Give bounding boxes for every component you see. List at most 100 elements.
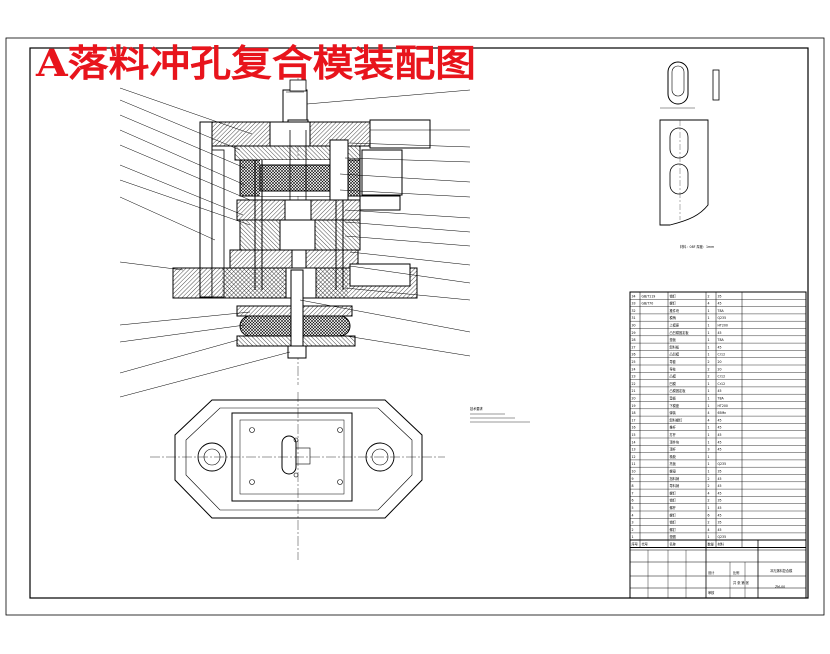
- bom-cell: 15: [632, 433, 636, 437]
- bom-cell: 2: [708, 367, 710, 371]
- bom-cell: 10: [632, 470, 636, 474]
- bom-cell: HT200: [718, 324, 728, 328]
- bom-cell: Q235: [718, 316, 727, 320]
- bom-cell: 27: [632, 345, 636, 349]
- bom-cell: 1: [708, 309, 710, 313]
- bom-cell: 顶杆: [670, 447, 677, 452]
- bom-cell: 35: [718, 294, 722, 298]
- bom-cell: 螺杆: [670, 505, 677, 510]
- leader-lines-left: [119, 87, 291, 398]
- bom-cell: 2: [708, 294, 710, 298]
- bom-cell: 1: [708, 389, 710, 393]
- bom-cell: 24: [632, 367, 636, 371]
- bom-cell: 1: [708, 324, 710, 328]
- bom-cell: 18: [632, 411, 636, 415]
- bom-header-cell: 序号: [632, 542, 638, 547]
- bom-cell: 1: [632, 535, 634, 539]
- drawing-title: A落料冲孔复合模装配图: [35, 41, 476, 85]
- bom-cell: 2: [708, 499, 710, 503]
- part-detail: [659, 61, 720, 226]
- bom-cell: Q235: [718, 535, 727, 539]
- bom-cell: 45: [718, 440, 722, 444]
- bom-cell: 1: [708, 506, 710, 510]
- bom-cell: 45: [718, 484, 722, 488]
- bom-cell: 45: [718, 389, 722, 393]
- bom-cell: 4: [708, 302, 710, 306]
- bom-cell: 垫圈: [670, 534, 676, 539]
- bom-cell: 螺钉: [670, 512, 677, 517]
- bom-cell: 1: [708, 433, 710, 437]
- bom-cell: 3: [632, 521, 634, 525]
- bom-cell: 11: [632, 462, 636, 466]
- bom-cell: 推件块: [670, 308, 680, 313]
- bom-cell: 1: [708, 404, 710, 408]
- bom-cell: GB/T119: [642, 294, 656, 298]
- bom-cell: HT200: [718, 404, 728, 408]
- bom-cell: 销钉: [670, 293, 677, 298]
- bom-cell: 4: [708, 528, 710, 532]
- bom-cell: T8A: [717, 338, 725, 342]
- bom-cell: 20: [632, 397, 636, 401]
- inner-frame: [29, 47, 809, 599]
- bom-cell: 1: [708, 331, 710, 335]
- bom-cell: 1: [708, 397, 710, 401]
- bom-cell: 1: [708, 470, 710, 474]
- bom-cell: 12: [632, 455, 636, 459]
- bom-cell: 33: [632, 302, 636, 306]
- bom-cell: 35: [718, 470, 722, 474]
- bom-cell: 垫板: [670, 337, 677, 342]
- bom-cell: 25: [632, 360, 636, 364]
- bom-cell: 6: [708, 513, 710, 517]
- bom-cell: 30: [632, 324, 636, 328]
- bom-header-cell: 名称: [670, 542, 677, 547]
- bom-cell: 6: [632, 499, 634, 503]
- bom-cell: 螺钉: [670, 490, 677, 495]
- bom-cell: 22: [632, 382, 636, 386]
- title-block-name: 冲孔落料复合模: [770, 568, 793, 573]
- bom-cell: 螺钉: [670, 527, 677, 532]
- bom-header-cell: 材料: [718, 542, 725, 547]
- bom-cell: 托板: [670, 461, 677, 466]
- leader-lines-right: [299, 89, 471, 357]
- bom-cell: 45: [718, 477, 722, 481]
- bom-cell: 4: [708, 411, 710, 415]
- bom-cell: 2: [708, 521, 710, 525]
- bom-cell: 卸料螺钉: [670, 417, 684, 422]
- svg-text:技术要求: 技术要求: [470, 406, 484, 411]
- bom-cell: 顶件块: [670, 439, 680, 444]
- bom-cell: 45: [718, 433, 722, 437]
- bom-cell: 4: [708, 491, 710, 495]
- bom-cell: 45: [718, 426, 722, 430]
- bom-cell: 1: [708, 535, 710, 539]
- bom-cell: 32: [632, 309, 636, 313]
- title-block-scale: 比例: [733, 570, 739, 575]
- bom-cell: 20: [718, 367, 722, 371]
- bom-cell: 45: [718, 506, 722, 510]
- bom-cell: 26: [632, 353, 636, 357]
- bom-cell: 模柄: [670, 315, 677, 320]
- title-block-checker: 审核: [708, 590, 715, 595]
- bom-cell: 29: [632, 331, 636, 335]
- bom-cell: 1: [708, 316, 710, 320]
- bom-cell: 1: [708, 382, 710, 386]
- bom-cell: 销钉: [670, 498, 677, 503]
- bom-cell: 推杆: [670, 425, 677, 430]
- bom-cell: 45: [718, 448, 722, 452]
- bom-cell: 凸凹模固定板: [670, 330, 690, 335]
- bom-cell: 8: [632, 484, 634, 488]
- bom-cell: 导套: [670, 359, 677, 364]
- bom-cell: 2: [708, 477, 710, 481]
- bom-cell: 28: [632, 338, 636, 342]
- bom-cell: 3: [708, 448, 710, 452]
- bom-cell: 导料销: [670, 483, 680, 488]
- bom-cell: 45: [718, 302, 722, 306]
- bom-cell: T8A: [717, 309, 725, 313]
- bom-cell: 打杆: [670, 432, 677, 437]
- bom-cell: 2: [708, 360, 710, 364]
- bom-cell: 2: [708, 484, 710, 488]
- bom-cell: 31: [632, 316, 636, 320]
- bom-cell: 17: [632, 418, 636, 422]
- bom-cell: 4: [632, 513, 634, 517]
- bom-cell: Cr12: [718, 353, 726, 357]
